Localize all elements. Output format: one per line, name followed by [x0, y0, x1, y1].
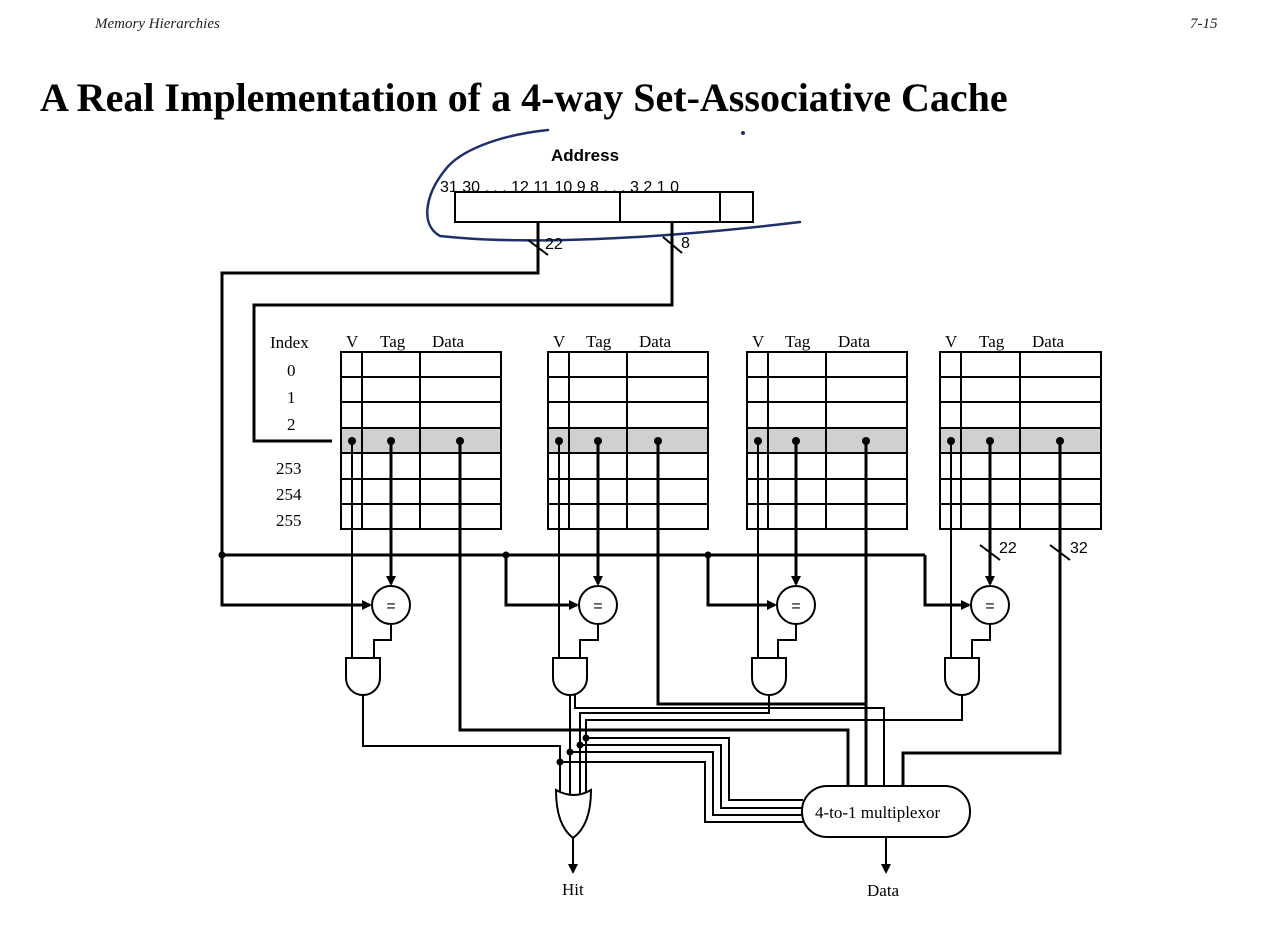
way-2-data-header: Data	[639, 332, 672, 351]
svg-text:=: =	[593, 598, 602, 615]
index-row-2: 2	[287, 415, 296, 434]
pen-annotation-loop	[426, 128, 802, 242]
valid-and-compare-wires	[351, 441, 991, 658]
data-to-mux-extra	[574, 695, 885, 786]
selected-row-taps	[218, 437, 1064, 559]
way-4-tag-header: Tag	[979, 332, 1005, 351]
way-4-data-header: Data	[1032, 332, 1065, 351]
junction-dots	[556, 734, 590, 766]
index-row-253: 253	[276, 459, 302, 478]
way-2-tag-header: Tag	[586, 332, 612, 351]
tag-compare-wires	[386, 441, 995, 586]
index-row-0: 0	[287, 361, 296, 380]
or-gate	[554, 788, 593, 840]
page-number: 7-15	[1190, 16, 1218, 32]
multiplexor-label: 4-to-1 multiplexor	[815, 803, 940, 822]
address-bit-numbers: 31 30 . . . 12 11 10 9 8 . . . 3 2 1 0	[440, 179, 679, 196]
way-3: V Tag Data	[746, 332, 908, 530]
data-lines-to-mux	[458, 441, 1062, 786]
way-3-tag-header: Tag	[785, 332, 811, 351]
comparators	[371, 585, 1010, 625]
way-1-tag-header: Tag	[380, 332, 406, 351]
and-gates	[345, 657, 980, 696]
running-header-section: Memory Hierarchies	[95, 16, 220, 32]
pen-annotation-dot	[741, 131, 745, 135]
way-4: V Tag Data	[939, 332, 1102, 530]
bus-width-slashes	[979, 544, 1071, 561]
address-index-bus	[252, 222, 683, 443]
way-2: V Tag Data	[547, 332, 709, 530]
index-row-1: 1	[287, 388, 296, 407]
way-3-data-header: Data	[838, 332, 871, 351]
index-row-254: 254	[276, 485, 302, 504]
index-column-header: Index	[270, 333, 309, 352]
slide-title: A Real Implementation of a 4-way Set-Ass…	[40, 75, 1008, 120]
address-register	[454, 191, 754, 223]
way-4-v-header: V	[945, 332, 958, 351]
data-output-label: Data	[867, 881, 900, 900]
address-tag-bus	[220, 222, 962, 607]
index-row-255: 255	[276, 511, 302, 530]
comparator-symbols: = = = =	[386, 598, 994, 615]
svg-text:=: =	[985, 598, 994, 615]
way-1-data-header: Data	[432, 332, 465, 351]
tag-bus-width-label: 22	[545, 236, 563, 253]
hit-output-label: Hit	[562, 880, 584, 899]
way-1: V Tag Data	[340, 332, 502, 530]
way-3-v-header: V	[752, 332, 765, 351]
way-1-v-header: V	[346, 332, 359, 351]
svg-text:=: =	[386, 598, 395, 615]
svg-text:=: =	[791, 598, 800, 615]
address-label: Address	[551, 146, 619, 165]
tag-width-label: 22	[999, 540, 1017, 557]
data-width-label: 32	[1070, 540, 1088, 557]
index-bus-width-label: 8	[681, 235, 690, 252]
way-2-v-header: V	[553, 332, 566, 351]
